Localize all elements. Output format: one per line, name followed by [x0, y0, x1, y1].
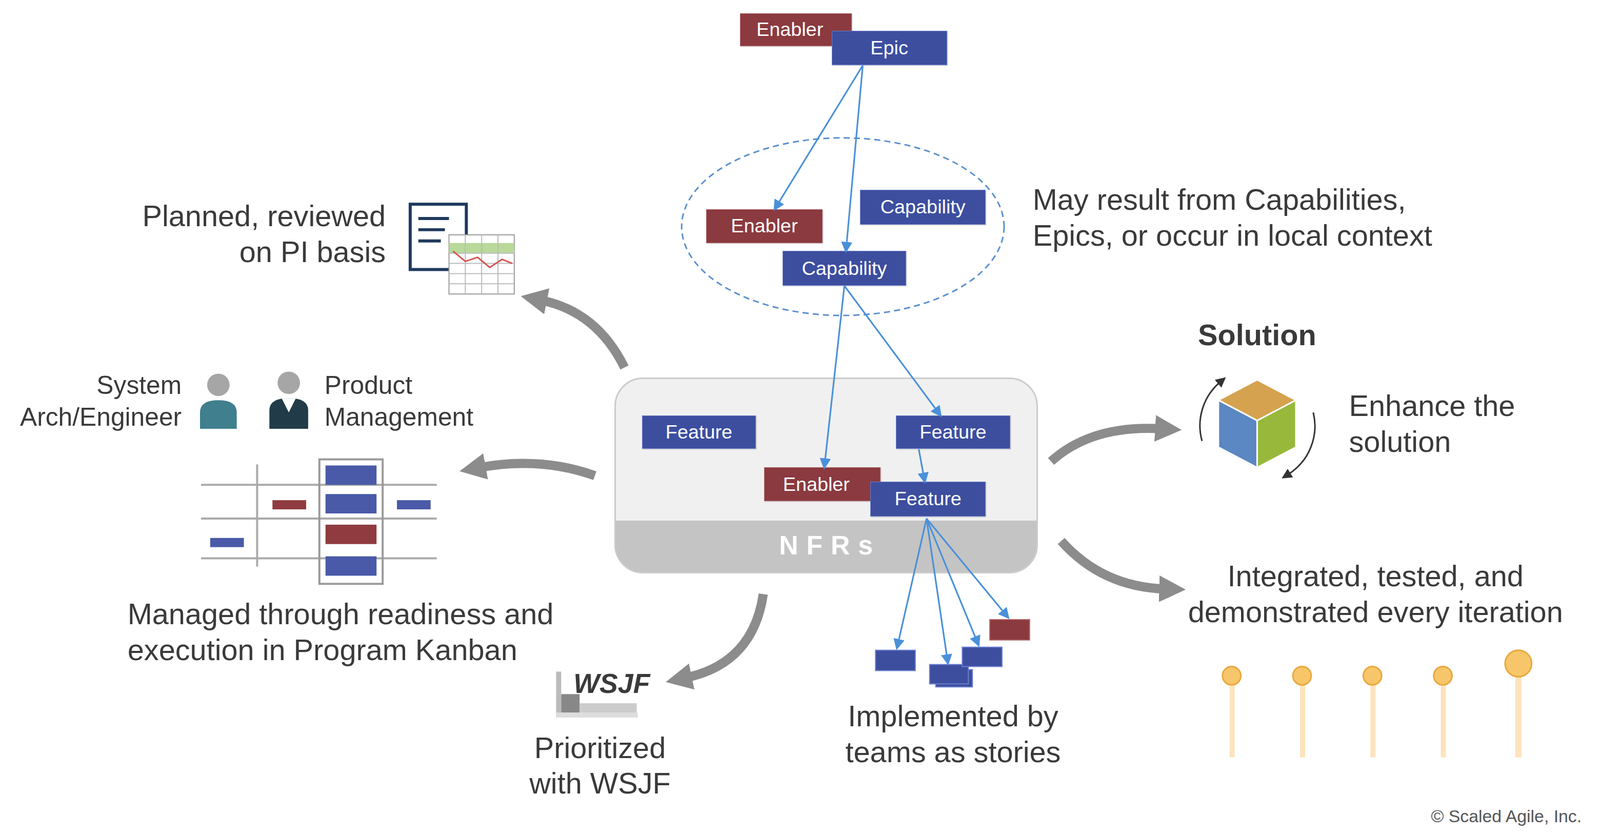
solution-note: Enhance the solution — [1349, 388, 1554, 460]
box-label: Feature — [919, 421, 987, 444]
connector-arrow — [846, 65, 864, 251]
story-card — [935, 669, 973, 687]
wsjf-bar — [579, 703, 637, 713]
kanban-card — [396, 500, 431, 510]
kanban-card — [325, 556, 377, 576]
spreadsheet-grid — [449, 234, 515, 294]
role-label: Product Management — [324, 369, 498, 433]
planning-note: Planned, reviewed on PI basis — [120, 198, 386, 270]
iteration-stem — [1441, 675, 1447, 757]
box-label: Feature — [665, 421, 733, 444]
iteration-pin — [1505, 650, 1532, 677]
box-label: Enabler — [730, 214, 798, 237]
iteration-stem — [1300, 675, 1306, 757]
solution-heading: Solution — [1154, 317, 1359, 354]
person-body — [269, 397, 309, 429]
kanban-card — [272, 500, 307, 510]
cube-face — [1256, 400, 1296, 468]
person-collar — [281, 397, 296, 413]
iteration-pin — [1292, 666, 1312, 686]
kanban-card — [325, 493, 377, 514]
wsjf-bar — [555, 712, 638, 718]
story-arrow — [926, 518, 979, 646]
cycle-arrow — [1287, 412, 1315, 475]
iteration-pin — [1222, 666, 1242, 686]
grey-arrow — [1061, 541, 1166, 590]
grey-arrow — [479, 463, 595, 476]
priority-note: Prioritized with WSJF — [513, 730, 687, 802]
story-card — [962, 647, 1003, 667]
cube-face — [1218, 400, 1258, 468]
document-line — [418, 216, 450, 220]
epic-box: Epic — [831, 30, 948, 66]
person-body — [200, 400, 237, 429]
kanban-column — [319, 459, 383, 585]
feature-box: Feature — [870, 481, 986, 517]
grey-arrow — [1050, 428, 1162, 462]
wsjf-icon-label: WSJF — [573, 668, 676, 699]
enabler-box: Enabler — [706, 209, 823, 244]
enabler-story-card — [989, 619, 1030, 640]
document-line — [418, 239, 442, 243]
iteration-stem — [1515, 663, 1522, 758]
person-head — [207, 373, 230, 396]
capability-box: Capability — [860, 189, 986, 225]
story-card — [875, 650, 916, 671]
kanban-card — [210, 537, 245, 548]
box-label: Feature — [894, 487, 962, 510]
document-icon — [410, 204, 515, 294]
nfr-container: NFRsFeatureFeatureEnablerFeature — [614, 377, 1038, 574]
story-arrow — [896, 518, 927, 649]
container-label: NFRs — [615, 521, 1037, 571]
context-ellipse — [681, 137, 1005, 316]
role-label: System Arch/Engineer — [0, 369, 182, 433]
kanban-column-line — [255, 464, 258, 567]
origin-note: May result from Capabilities, Epics, or … — [1032, 182, 1462, 254]
iteration-timeline — [1222, 650, 1532, 758]
copyright: © Scaled Agile, Inc. — [1377, 805, 1582, 828]
box-label: Enabler — [756, 18, 824, 41]
connector-arrow — [844, 285, 942, 416]
iteration-note: Integrated, tested, and demonstrated eve… — [1171, 558, 1580, 630]
cycle-arrow — [1200, 381, 1221, 441]
kanban-card — [325, 465, 377, 486]
spreadsheet-trend — [452, 251, 512, 268]
grey-arrow — [685, 593, 764, 678]
enabler-box: Enabler — [764, 467, 881, 502]
feature-box: Feature — [642, 415, 757, 450]
iteration-pin — [1433, 666, 1453, 686]
document-line — [418, 228, 446, 232]
connector-arrow — [918, 449, 926, 483]
box-label: Capability — [880, 195, 966, 218]
capability-box: Capability — [782, 250, 907, 286]
connector-arrow — [824, 285, 845, 468]
box-label: Capability — [802, 257, 888, 280]
wsjf-bar — [555, 671, 562, 718]
connector-group — [774, 65, 941, 482]
kanban-card — [325, 524, 377, 545]
kanban-note: Managed through readiness and execution … — [127, 596, 577, 668]
feature-box: Feature — [895, 415, 1011, 450]
grey-arrow — [541, 300, 625, 368]
story-cards — [875, 619, 1030, 687]
solution-cube — [1200, 379, 1315, 475]
iteration-pin — [1363, 666, 1382, 686]
box-label: Epic — [870, 36, 909, 59]
box-label: Enabler — [783, 473, 850, 496]
person-head — [277, 371, 300, 394]
story-arrow — [926, 518, 1009, 618]
story-arrows — [896, 518, 1009, 664]
iteration-stem — [1370, 675, 1376, 757]
stories-note: Implemented by teams as stories — [830, 698, 1076, 770]
story-card — [929, 664, 969, 685]
person-icons — [200, 371, 309, 429]
connector-arrow — [774, 65, 863, 210]
flow-arrows — [479, 300, 1166, 678]
kanban-board — [201, 459, 437, 585]
iteration-stem — [1229, 675, 1235, 757]
spreadsheet — [449, 234, 515, 294]
story-arrow — [926, 518, 949, 664]
